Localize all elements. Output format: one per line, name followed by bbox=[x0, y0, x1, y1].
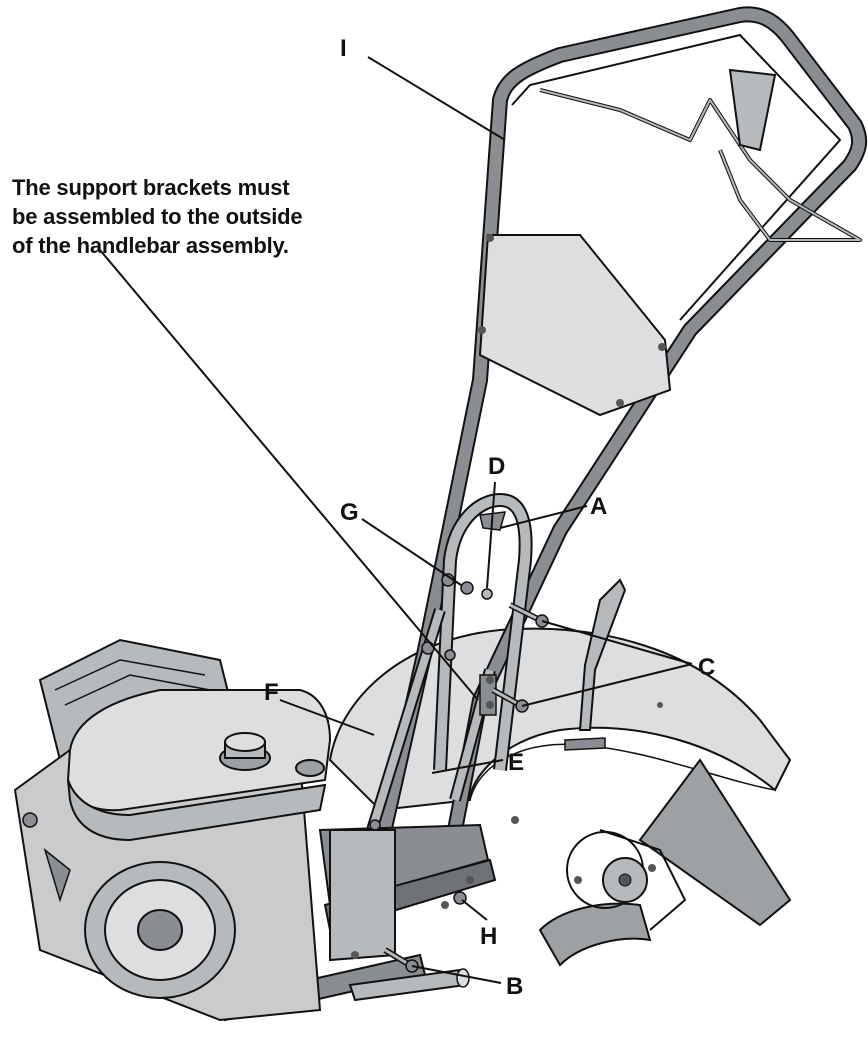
note-line-1: The support brackets must bbox=[12, 175, 290, 200]
callout-a: A bbox=[590, 493, 607, 520]
note-line-3: of the handlebar assembly. bbox=[12, 233, 289, 258]
note-line-2: be assembled to the outside bbox=[12, 204, 303, 229]
depth-stake bbox=[564, 578, 627, 751]
leader-d bbox=[486, 481, 496, 589]
leader-c-2 bbox=[521, 663, 693, 707]
leader-i bbox=[367, 56, 506, 141]
hardware bbox=[369, 573, 549, 973]
leader-a bbox=[499, 505, 588, 529]
leader-lines bbox=[99, 56, 693, 984]
callout-labels: I A D G C F E H B bbox=[264, 35, 715, 1000]
leader-b bbox=[411, 965, 502, 984]
handlebar-assembly bbox=[372, 6, 868, 852]
leader-e bbox=[431, 759, 504, 774]
support-bracket bbox=[433, 492, 533, 771]
leader-g bbox=[361, 518, 462, 586]
leader-h bbox=[461, 899, 488, 921]
callout-b: B bbox=[506, 973, 523, 1000]
callout-i: I bbox=[340, 35, 347, 62]
engine bbox=[13, 638, 470, 1022]
callout-f: F bbox=[264, 679, 279, 706]
callout-d: D bbox=[488, 453, 505, 480]
leader-note bbox=[99, 249, 479, 701]
callout-e: E bbox=[508, 749, 524, 776]
leader-f bbox=[279, 699, 375, 736]
callout-h: H bbox=[480, 923, 497, 950]
tines bbox=[538, 829, 687, 967]
leader-c-1 bbox=[541, 620, 693, 665]
callout-g: G bbox=[340, 499, 359, 526]
callout-c: C bbox=[698, 654, 715, 681]
assembly-note: The support brackets must be assembled t… bbox=[12, 173, 342, 260]
